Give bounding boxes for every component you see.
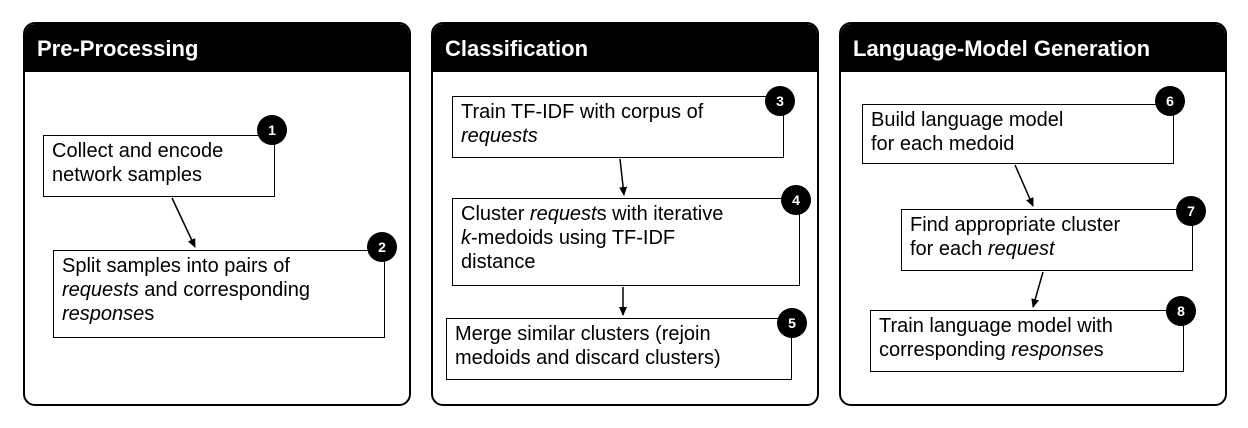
step-number-badge: 2 — [367, 232, 397, 262]
step-number-badge: 4 — [781, 185, 811, 215]
step-number-badge: 1 — [257, 115, 287, 145]
panel-title: Classification — [433, 24, 817, 72]
step-number-badge: 8 — [1166, 296, 1196, 326]
panel-title: Language-Model Generation — [841, 24, 1225, 72]
panel-title: Pre-Processing — [25, 24, 409, 72]
step-number-badge: 3 — [765, 86, 795, 116]
step-number-badge: 5 — [777, 308, 807, 338]
step-number-badge: 6 — [1155, 86, 1185, 116]
panel-pre-processing: Pre-Processing — [23, 22, 411, 406]
step-number-badge: 7 — [1176, 196, 1206, 226]
